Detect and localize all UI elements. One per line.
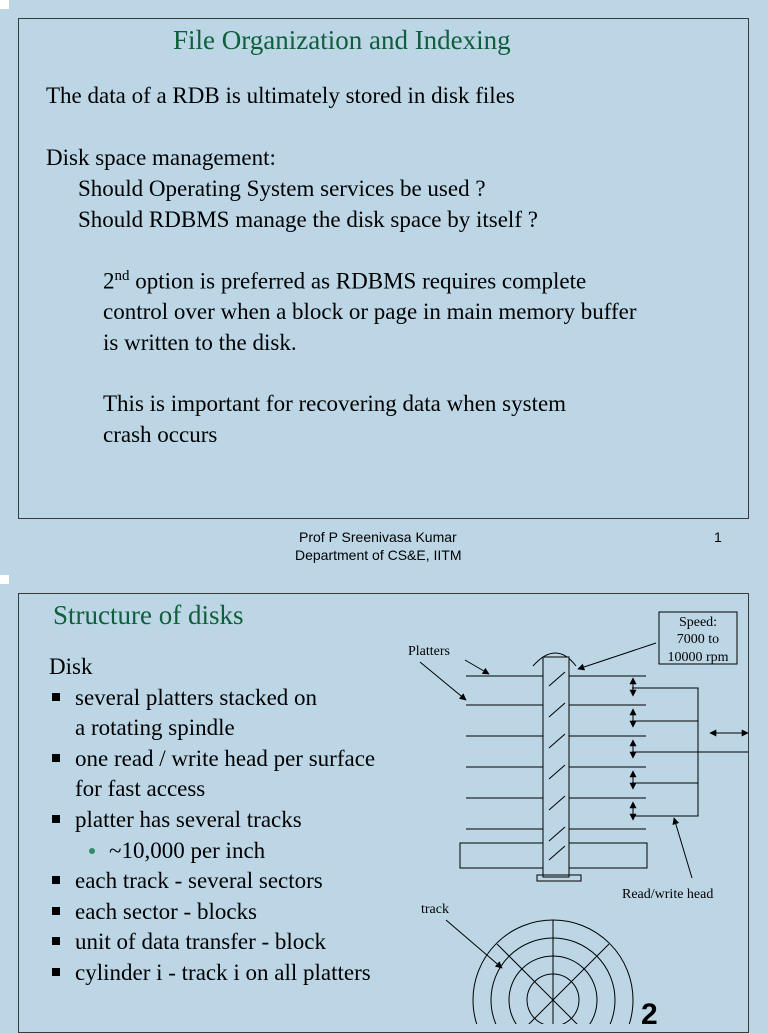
text-line: Should Operating System services be used… xyxy=(78,176,486,201)
list-heading: Disk xyxy=(49,654,93,679)
slide-title: File Organization and Indexing xyxy=(173,25,511,55)
bullet-list: Disk several platters stacked on a rotat… xyxy=(49,652,375,989)
text-line: crash occurs xyxy=(103,422,218,447)
ordinal-number: 2 xyxy=(103,268,115,294)
corner-mark xyxy=(0,575,9,584)
list-item-continuation: for fast access xyxy=(75,776,206,802)
corner-mark xyxy=(0,0,9,9)
ordinal-suffix: nd xyxy=(114,268,130,284)
list-item: one read / write head per surface xyxy=(49,744,375,775)
sub-list-item: ~10,000 per inch xyxy=(49,836,375,867)
text-line: is written to the disk. xyxy=(103,330,297,355)
speed-callout: Speed: 7000 to 10000 rpm xyxy=(577,611,738,671)
list-item: cylinder i - track i on all platters xyxy=(49,958,375,989)
list-item: each track - several sectors xyxy=(49,866,375,897)
text-line: Should RDBMS manage the disk space by it… xyxy=(78,207,538,232)
track-sector-view xyxy=(472,919,634,1024)
page-number: 2 xyxy=(641,998,658,1031)
platters-pointer xyxy=(464,659,490,675)
platters-label: Platters xyxy=(408,644,450,659)
footer-author: Prof P Sreenivasa Kumar xyxy=(299,529,457,545)
spindle xyxy=(536,656,582,882)
text-line: Disk space management: xyxy=(46,145,276,170)
track-pointer xyxy=(445,919,503,969)
speed-label: 7000 to xyxy=(677,632,719,647)
slide-2: Structure of disks Disk several platters… xyxy=(18,593,749,1033)
text-fragment: option is preferred as RDBMS requires co… xyxy=(129,268,587,294)
read-write-head-assembly xyxy=(629,677,749,879)
page-number: 1 xyxy=(714,529,722,545)
footer-department: Department of CS&E, IITM xyxy=(295,547,462,563)
list-item: unit of data transfer - block xyxy=(49,927,375,958)
speed-label: Speed: xyxy=(679,615,717,630)
text-line: The data of a RDB is ultimately stored i… xyxy=(46,83,515,108)
list-item: platter has several tracks xyxy=(49,805,375,836)
slide-title: Structure of disks xyxy=(53,600,244,630)
platters-pointer xyxy=(419,661,467,701)
list-item: several platters stacked on xyxy=(49,683,375,714)
text-line: This is important for recovering data wh… xyxy=(103,391,567,416)
text-line: control over when a block or page in mai… xyxy=(103,299,637,324)
read-write-head-label: Read/write head xyxy=(622,887,713,902)
speed-label: 10000 rpm xyxy=(667,650,728,665)
slide-1: File Organization and Indexing The data … xyxy=(18,18,749,519)
list-item-continuation: a rotating spindle xyxy=(75,715,235,741)
rotation-arrow xyxy=(532,652,577,667)
list-item: each sector - blocks xyxy=(49,897,375,928)
track-label: track xyxy=(421,902,449,917)
text-line: 2nd option is preferred as RDBMS require… xyxy=(103,268,586,295)
